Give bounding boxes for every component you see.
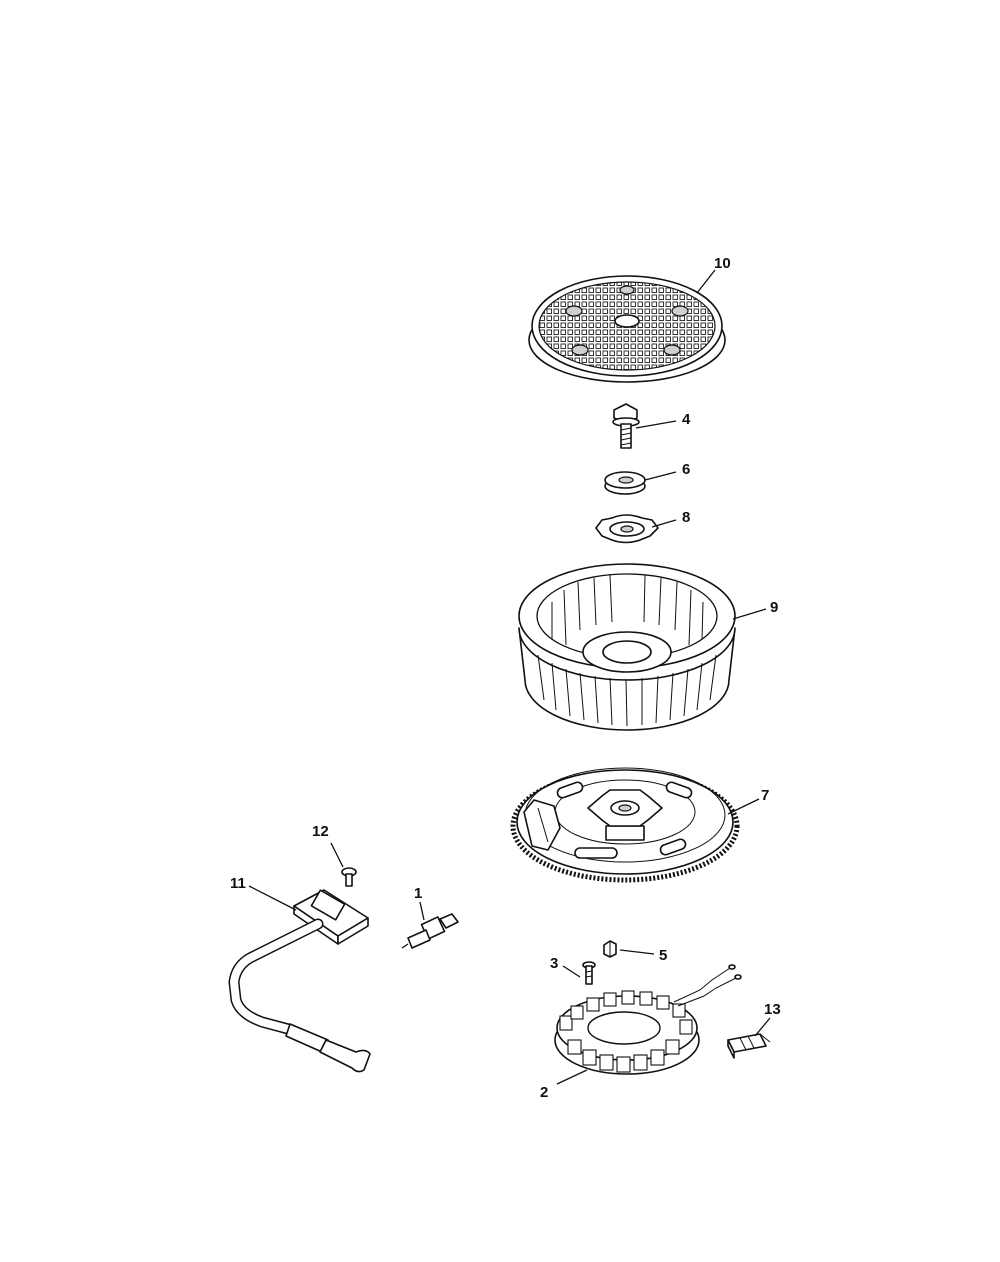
part-9-fan [518, 563, 736, 731]
callout-9: 9 [770, 599, 778, 616]
callout-13: 13 [764, 1001, 781, 1018]
part-8-retainer [595, 514, 659, 544]
part-5-key [603, 940, 617, 958]
callout-3: 3 [550, 955, 558, 972]
callout-11: 11 [230, 875, 246, 892]
callout-7: 7 [761, 787, 769, 804]
callout-5: 5 [659, 947, 667, 964]
callout-12: 12 [312, 823, 329, 840]
callout-8: 8 [682, 509, 690, 526]
part-7-flywheel [510, 767, 740, 883]
part-2-stator [554, 964, 742, 1075]
callout-4: 4 [682, 411, 691, 428]
callout-2: 2 [540, 1084, 548, 1101]
part-12-screw [341, 867, 357, 887]
part-11-ignition-module [228, 889, 371, 1073]
callout-10: 10 [714, 255, 731, 272]
part-1-spark-plug [401, 913, 459, 949]
part-10-screen [528, 275, 726, 383]
callout-labels: 10 4 6 8 9 7 5 3 2 13 1 12 11 [230, 255, 781, 1101]
part-4-bolt [612, 403, 640, 449]
part-6-washer [604, 471, 646, 495]
callout-1: 1 [414, 885, 422, 902]
callout-6: 6 [682, 461, 690, 478]
part-3-screw [582, 961, 596, 985]
part-13-connector [727, 1033, 771, 1059]
leader-lines [248, 269, 771, 1085]
